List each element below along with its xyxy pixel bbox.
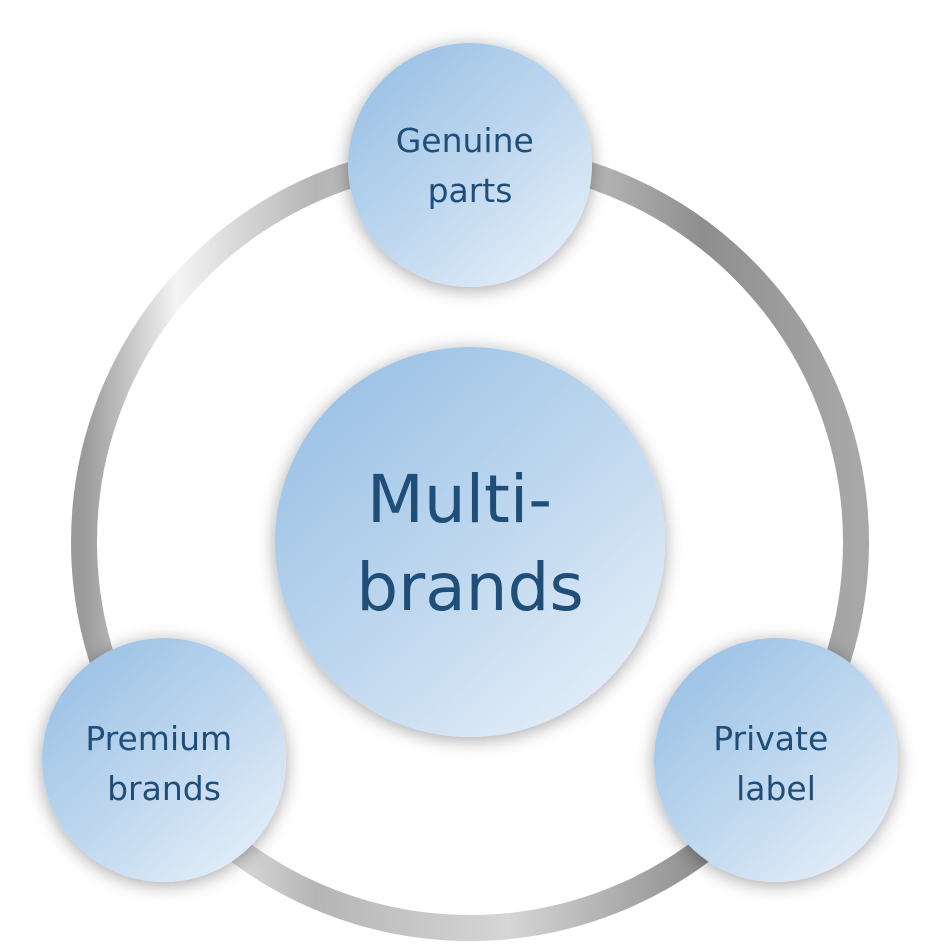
center-node: Multi- brands: [275, 347, 665, 737]
premium-brands-line-1: Premium: [85, 719, 232, 758]
private-label-label: Private label: [713, 719, 839, 808]
premium-brands-circle: [42, 638, 286, 882]
node-private-label: Private label: [654, 638, 898, 882]
private-label-line-1: Private: [713, 719, 828, 758]
private-label-line-2: label: [736, 769, 816, 808]
genuine-parts-label: Genuine parts: [396, 121, 545, 210]
node-premium-brands: Premium brands: [42, 638, 286, 882]
genuine-parts-line-1: Genuine: [396, 121, 534, 160]
genuine-parts-line-2: parts: [428, 171, 513, 210]
premium-brands-line-2: brands: [107, 769, 221, 808]
center-label-line-2: brands: [356, 549, 584, 626]
center-label: Multi- brands: [356, 461, 584, 626]
premium-brands-label: Premium brands: [85, 719, 242, 808]
genuine-parts-circle: [348, 43, 592, 287]
center-circle: [275, 347, 665, 737]
private-label-circle: [654, 638, 898, 882]
node-genuine-parts: Genuine parts: [348, 43, 592, 287]
center-label-line-1: Multi-: [367, 461, 552, 538]
